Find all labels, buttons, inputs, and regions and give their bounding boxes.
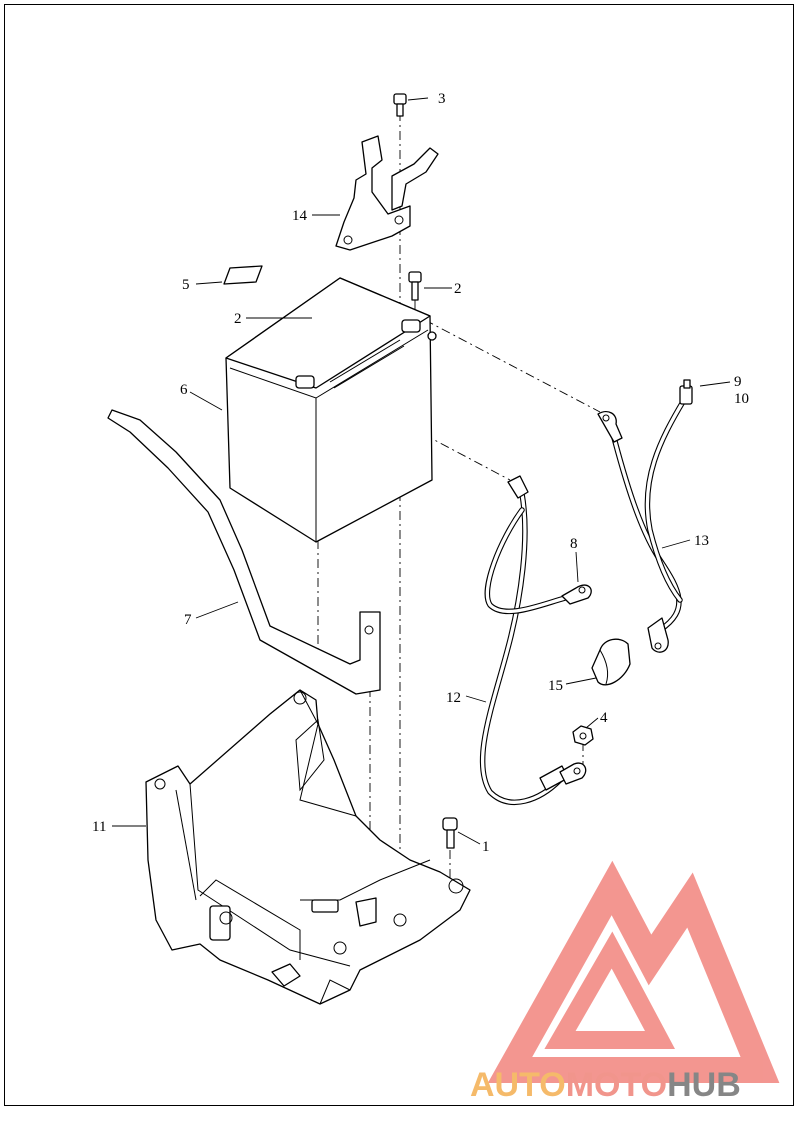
positive-cable-13 [597,379,693,653]
callout-7: 7 [184,612,192,628]
callout-3: 3 [438,91,446,107]
callouts: 3 14 5 2 2 6 9 10 8 13 7 15 12 4 11 1 [92,91,749,855]
watermark-moto: MOTO [566,1066,667,1104]
callout-5: 5 [182,277,190,293]
watermark-text: AUTOMOTOHUB [470,1066,741,1104]
bolt-3 [393,93,407,117]
negative-cable-12 [479,475,592,805]
leader-lines [112,97,731,845]
callout-15: 15 [548,678,563,694]
bolt-1 [442,817,458,849]
callout-13: 13 [694,533,709,549]
callout-2a: 2 [234,311,242,327]
nut-4 [572,725,594,746]
callout-9: 9 [734,374,742,390]
callout-4: 4 [600,710,608,726]
battery-tray-11 [145,689,471,1005]
callout-11: 11 [92,819,106,835]
callout-8: 8 [570,536,578,552]
battery-strap-7 [107,409,381,695]
callout-12: 12 [446,690,461,706]
callout-1: 1 [482,839,490,855]
label-5 [223,265,263,285]
callout-14: 14 [292,208,308,224]
callout-6: 6 [180,382,188,398]
callout-2b: 2 [454,281,462,297]
terminal-boot-15 [591,638,631,686]
battery-6 [225,277,437,543]
diagram-frame [4,4,794,1106]
watermark-logo: AUTOMOTOHUB [470,860,780,1104]
hold-down-bracket-14 [335,135,439,251]
terminal-bolt-2b [408,271,422,301]
watermark-auto: AUTO [470,1066,566,1104]
callout-10: 10 [734,391,749,407]
watermark-hub: HUB [667,1066,741,1104]
